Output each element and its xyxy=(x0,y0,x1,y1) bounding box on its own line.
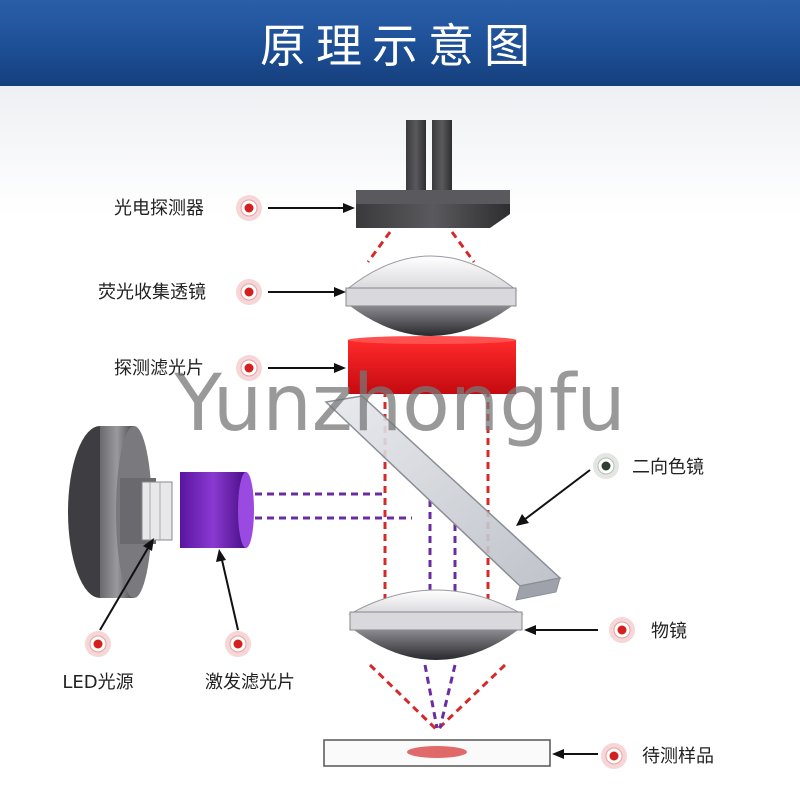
label-objective-lens: 物镜 xyxy=(651,621,687,642)
marker-excite-filter xyxy=(225,631,251,657)
label-photodetector: 光电探测器 xyxy=(114,198,204,219)
marker-dichroic xyxy=(593,453,619,479)
dichroic-mirror xyxy=(324,395,562,601)
label-led-source: LED光源 xyxy=(62,672,133,693)
excitation-rays xyxy=(255,492,457,729)
fluorescence-collecting-lens xyxy=(344,255,518,336)
label-dichroic-mirror: 二向色镜 xyxy=(632,457,704,478)
watermark-text: Yunzhongfu xyxy=(173,359,626,449)
header-bar: 原理示意图 xyxy=(0,0,800,86)
led-source xyxy=(68,426,173,598)
sample-slide xyxy=(323,739,551,767)
excitation-filter xyxy=(180,472,254,548)
label-collecting-lens: 荧光收集透镜 xyxy=(98,282,206,303)
marker-detector xyxy=(236,195,262,221)
marker-collect-lens xyxy=(236,279,262,305)
objective-lens xyxy=(348,589,524,660)
marker-objective xyxy=(609,617,635,643)
emission-rays xyxy=(366,231,507,732)
marker-sample xyxy=(601,743,627,769)
detection-filter xyxy=(348,336,516,394)
marker-led xyxy=(85,631,111,657)
photodetector xyxy=(356,120,510,228)
label-sample: 待测样品 xyxy=(642,746,714,767)
pointer-arrows xyxy=(99,203,598,759)
label-detection-filter: 探测滤光片 xyxy=(114,358,204,379)
marker-detect-filter xyxy=(236,355,262,381)
label-markers xyxy=(85,195,635,769)
label-excitation-filter: 激发滤光片 xyxy=(205,672,295,693)
page-title: 原理示意图 xyxy=(260,19,540,73)
